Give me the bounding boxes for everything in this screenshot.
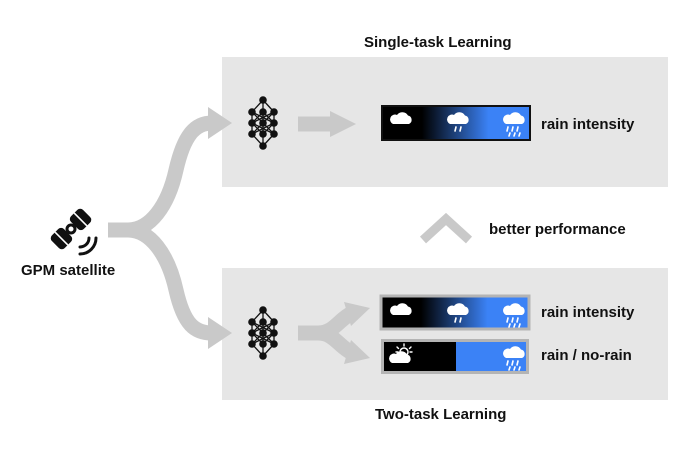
rain-no-rain-bar <box>381 339 529 374</box>
signal-waves-icon <box>78 236 98 256</box>
two-task-title: Two-task Learning <box>375 406 507 423</box>
heavy-rain-cloud-icon <box>503 346 525 371</box>
heavy-rain-cloud-icon <box>503 303 525 328</box>
two-rain-intensity-label: rain intensity <box>541 304 635 321</box>
rain-no-rain-label: rain / no-rain <box>541 347 632 364</box>
light-rain-cloud-icon <box>447 303 469 323</box>
single-rain-intensity-bar <box>381 105 531 141</box>
sun-behind-cloud-icon <box>389 343 413 363</box>
single-rain-intensity-label: rain intensity <box>541 116 635 133</box>
two-rain-intensity-bar <box>379 294 531 331</box>
light-rain-cloud-icon <box>447 112 469 132</box>
two-task-panel <box>222 268 668 400</box>
satellite-icon <box>50 208 92 250</box>
arrow-heads <box>208 107 370 364</box>
chevron-up-icon <box>419 212 473 244</box>
single-task-title: Single-task Learning <box>364 34 512 51</box>
heavy-rain-cloud-icon <box>503 112 525 137</box>
gpm-satellite-label: GPM satellite <box>21 262 116 279</box>
better-performance-label: better performance <box>489 221 626 238</box>
